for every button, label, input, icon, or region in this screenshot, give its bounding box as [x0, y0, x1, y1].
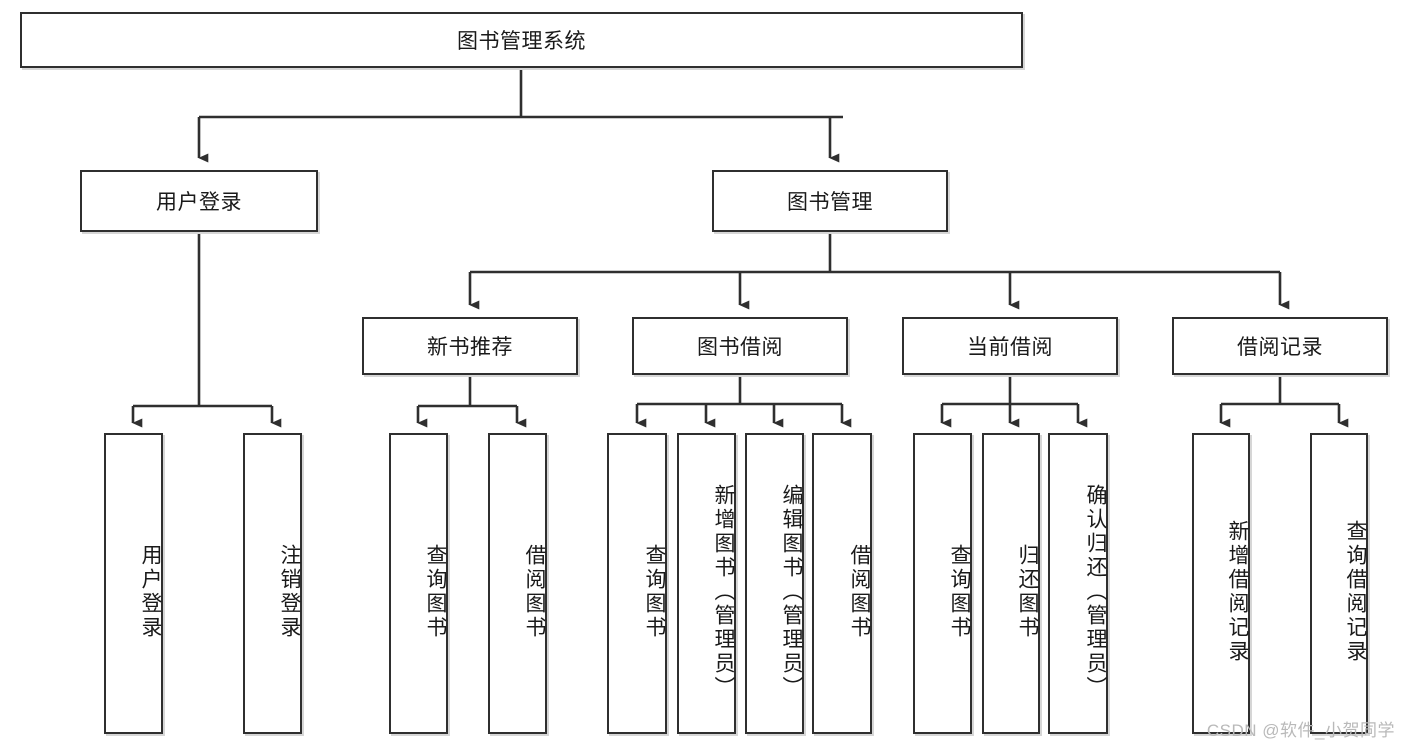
- node-leaf-edit-book-label: 编辑图书（管理员）: [780, 483, 803, 700]
- node-leaf-add-record[interactable]: 新增借阅记录: [1192, 433, 1250, 734]
- node-leaf-return-book[interactable]: 归还图书: [982, 433, 1040, 734]
- node-new-book-recommend-label: 新书推荐: [427, 336, 513, 359]
- node-leaf-borrow-book-1-label: 借阅图书: [523, 543, 546, 640]
- node-leaf-query-book-1[interactable]: 查询图书: [389, 433, 448, 734]
- node-current-borrow-label: 当前借阅: [967, 336, 1053, 359]
- node-borrow-record[interactable]: 借阅记录: [1172, 317, 1388, 375]
- node-user-login[interactable]: 用户登录: [80, 170, 318, 232]
- node-new-book-recommend[interactable]: 新书推荐: [362, 317, 578, 375]
- watermark-text: CSDN @软件_小贺同学: [1206, 721, 1395, 740]
- node-current-borrow[interactable]: 当前借阅: [902, 317, 1118, 375]
- node-leaf-query-record-label: 查询借阅记录: [1344, 519, 1367, 664]
- node-book-management-label: 图书管理: [787, 191, 873, 214]
- node-leaf-user-login-label: 用户登录: [139, 543, 162, 640]
- node-leaf-query-record[interactable]: 查询借阅记录: [1310, 433, 1368, 734]
- node-leaf-query-book-3[interactable]: 查询图书: [913, 433, 972, 734]
- node-leaf-confirm-return[interactable]: 确认归还（管理员）: [1048, 433, 1108, 734]
- node-leaf-add-book[interactable]: 新增图书（管理员）: [677, 433, 736, 734]
- node-leaf-edit-book[interactable]: 编辑图书（管理员）: [745, 433, 804, 734]
- node-leaf-return-book-label: 归还图书: [1016, 543, 1039, 640]
- node-root-system-label: 图书管理系统: [457, 30, 586, 53]
- node-leaf-user-login[interactable]: 用户登录: [104, 433, 163, 734]
- node-root-system[interactable]: 图书管理系统: [20, 12, 1023, 68]
- node-leaf-query-book-2[interactable]: 查询图书: [607, 433, 667, 734]
- node-leaf-add-record-label: 新增借阅记录: [1226, 519, 1249, 664]
- node-book-borrow[interactable]: 图书借阅: [632, 317, 848, 375]
- node-leaf-add-book-label: 新增图书（管理员）: [712, 483, 735, 700]
- node-book-borrow-label: 图书借阅: [697, 336, 783, 359]
- node-leaf-query-book-1-label: 查询图书: [424, 543, 447, 640]
- node-user-login-label: 用户登录: [156, 191, 242, 214]
- node-leaf-query-book-3-label: 查询图书: [948, 543, 971, 640]
- node-leaf-confirm-return-label: 确认归还（管理员）: [1084, 483, 1107, 700]
- node-borrow-record-label: 借阅记录: [1237, 336, 1323, 359]
- node-leaf-logout-login[interactable]: 注销登录: [243, 433, 302, 734]
- node-leaf-borrow-book-2-label: 借阅图书: [848, 543, 871, 640]
- node-book-management[interactable]: 图书管理: [712, 170, 948, 232]
- node-leaf-logout-login-label: 注销登录: [278, 543, 301, 640]
- node-leaf-borrow-book-1[interactable]: 借阅图书: [488, 433, 547, 734]
- node-leaf-borrow-book-2[interactable]: 借阅图书: [812, 433, 872, 734]
- node-leaf-query-book-2-label: 查询图书: [643, 543, 666, 640]
